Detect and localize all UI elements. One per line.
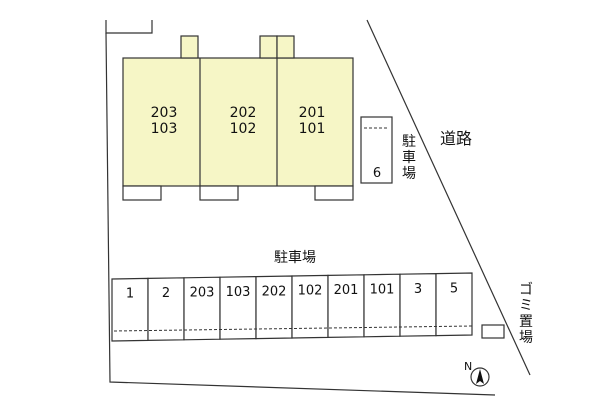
main-parking: 駐車場 1 2 203 103 202 102 201 101 3 5 — [111, 249, 473, 342]
parking-slot-number: 202 — [262, 284, 287, 299]
parking-slot-number: 5 — [450, 281, 458, 296]
unit-upper-label: 203 — [151, 105, 178, 121]
building-balcony — [199, 185, 239, 201]
parking-slot-number: 6 — [373, 166, 381, 181]
side-parking-label-char: 駐 — [402, 134, 416, 150]
parking-slot-number: 2 — [162, 286, 170, 301]
parking-slot-number: 3 — [414, 282, 422, 297]
parking-slot-number: 201 — [334, 283, 359, 298]
parking-slot — [435, 272, 473, 337]
building-top-bump — [259, 35, 278, 59]
side-parking-label-char: 車 — [402, 149, 416, 166]
apartment-building: 203 103 202 102 201 101 — [122, 35, 354, 201]
side-parking-label-char: 場 — [402, 166, 416, 182]
main-parking-label: 駐車場 — [274, 249, 316, 266]
unit-lower-label: 101 — [299, 121, 326, 137]
building-balcony — [314, 185, 354, 201]
lot-boundary — [105, 20, 153, 34]
unit-lower-label: 102 — [230, 121, 257, 137]
road-label: 道路 — [440, 129, 472, 148]
lot-boundary-edge — [105, 32, 496, 396]
side-parking: 6 駐 車 場 — [360, 116, 416, 184]
parking-slot-number: 103 — [226, 285, 251, 300]
north-label: N — [464, 360, 472, 373]
garbage-label-char: 場 — [519, 330, 533, 346]
garbage-label-char: ゴ — [519, 281, 533, 298]
parking-slots: 1 2 203 103 202 102 201 101 3 5 — [111, 272, 473, 342]
road-edge — [366, 19, 531, 376]
garbage-area: ゴ ミ 置 場 — [481, 281, 533, 346]
building-balcony — [122, 185, 162, 201]
parking-slot-number: 1 — [126, 287, 134, 302]
north-arrow-icon: N — [464, 360, 490, 387]
parking-slot-number: 101 — [370, 283, 395, 298]
building-top-bump — [180, 35, 199, 59]
unit-upper-label: 201 — [299, 105, 326, 121]
parking-slot-number: 102 — [298, 284, 323, 299]
unit-upper-label: 202 — [230, 105, 257, 121]
garbage-box — [481, 324, 505, 339]
garbage-label-char: ミ — [519, 298, 533, 314]
garbage-label-char: 置 — [519, 314, 533, 330]
parking-slot-number: 203 — [190, 286, 215, 301]
building-top-bump — [276, 35, 295, 59]
building-footprint — [122, 57, 354, 187]
unit-lower-label: 103 — [151, 121, 178, 137]
